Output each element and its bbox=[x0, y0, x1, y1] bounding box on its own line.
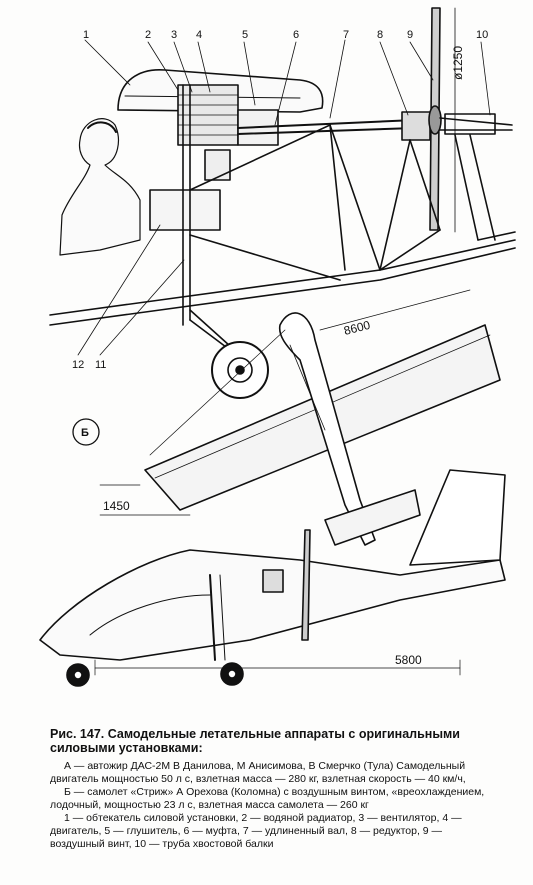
technical-drawing: 1 2 3 4 5 6 7 8 9 10 12 11 ø1250 8600 14… bbox=[39, 7, 516, 687]
callout-2: 2 bbox=[145, 29, 151, 41]
callout-3: 3 bbox=[171, 29, 177, 41]
callout-11: 11 bbox=[95, 359, 106, 371]
callout-8: 8 bbox=[377, 29, 383, 41]
callout-7: 7 bbox=[343, 29, 349, 41]
caption-title: Рис. 147. Самодельные летательные аппара… bbox=[50, 727, 460, 755]
callout-1: 1 bbox=[83, 29, 89, 41]
propeller-diameter-label: ø1250 bbox=[451, 46, 465, 80]
figure-caption: Рис. 147. Самодельные летательные аппара… bbox=[50, 727, 486, 851]
wingspan-dimension-label: 8600 bbox=[342, 318, 372, 338]
caption-paragraph-a: А — автожир ДАС-2М В Данилова, М Анисимо… bbox=[50, 760, 466, 785]
strizh-plan-view bbox=[72, 289, 501, 546]
chord-dimension-label: 1450 bbox=[103, 499, 130, 513]
callout-10: 10 bbox=[476, 29, 488, 41]
callout-9: 9 bbox=[407, 29, 413, 41]
strizh-side-view bbox=[39, 469, 506, 687]
caption-paragraph-b: Б — самолет «Стриж» А Орехова (Коломна) … bbox=[50, 786, 485, 811]
callout-6: 6 bbox=[293, 29, 299, 41]
callout-4: 4 bbox=[196, 29, 202, 41]
callout-5: 5 bbox=[242, 29, 248, 41]
autogyro-drawing bbox=[49, 7, 516, 399]
view-b-marker: Б bbox=[81, 427, 89, 439]
length-dimension-label: 5800 bbox=[395, 653, 422, 667]
caption-legend: 1 — обтекатель силовой установки, 2 — во… bbox=[50, 812, 462, 850]
callout-12: 12 bbox=[72, 359, 84, 371]
